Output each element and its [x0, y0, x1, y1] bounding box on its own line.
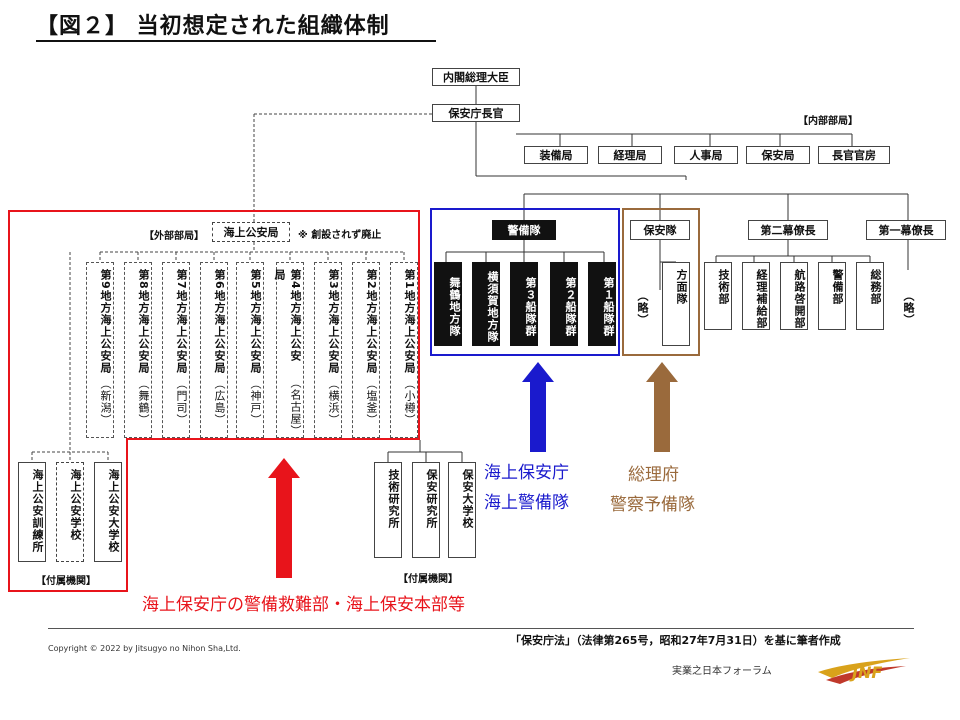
regional-office-name: 第3地方海上公安局: [327, 269, 340, 374]
internal-bureau: 装備局: [524, 146, 588, 164]
brown-caption-2: 警察予備隊: [610, 495, 695, 515]
title-underline: [36, 40, 436, 42]
hoantai-omitted: （略）: [636, 290, 649, 326]
guard-unit: 舞鶴地方隊: [434, 262, 462, 346]
first-chief-box: 第一幕僚長: [866, 220, 946, 240]
regional-office-name: 第7地方海上公安局: [175, 269, 188, 374]
blue-caption-2: 海上警備隊: [484, 493, 569, 513]
attached-institution: 海上公安大学校: [94, 462, 122, 562]
internal-bureau: 経理局: [598, 146, 662, 164]
internal-bureau: 長官官房: [818, 146, 890, 164]
regional-office-name: 第2地方海上公安局: [365, 269, 378, 374]
regional-office-city: （舞鶴）: [137, 377, 150, 426]
hoantai-area-box: 方面隊: [662, 262, 690, 346]
regional-office-city: （塩釜）: [365, 377, 378, 426]
regional-office: 第7地方海上公安局 （門司）: [162, 262, 190, 438]
regional-office-city: （門司）: [175, 377, 188, 426]
maritime-public-security-box: 海上公安局: [212, 222, 290, 242]
regional-office-name: 第1地方海上公安局: [403, 269, 416, 374]
blue-arrow: [522, 362, 554, 452]
regional-office-name: 第9地方海上公安局: [99, 269, 112, 374]
attached-institution-2: 保安大学校: [448, 462, 476, 558]
guard-unit: 第２船隊群: [550, 262, 578, 346]
jnf-logo: JNF: [818, 656, 910, 684]
attached-institution-2: 技術研究所: [374, 462, 402, 558]
second-chief-box: 第二幕僚長: [748, 220, 828, 240]
regional-office: 第6地方海上公安局 （広島）: [200, 262, 228, 438]
attached-institution-2: 保安研究所: [412, 462, 440, 558]
second-chief-unit: 経理補給部: [742, 262, 770, 330]
regional-office: 第5地方海上公安局 （神戸）: [236, 262, 264, 438]
regional-office: 第2地方海上公安局 （塩釜）: [352, 262, 380, 438]
regional-office-city: （名古屋）: [289, 377, 302, 438]
brown-frame: [622, 208, 700, 356]
second-chief-unit: 技術部: [704, 262, 732, 330]
hoantai-box: 保安隊: [630, 220, 690, 240]
attached-institution: 海上公安訓練所: [18, 462, 46, 562]
internal-bureau: 保安局: [746, 146, 810, 164]
cabinet-box: 内閣総理大臣: [432, 68, 520, 86]
red-arrow: [268, 458, 300, 578]
brown-arrow: [646, 362, 678, 452]
page-title: 【図２】 当初想定された組織体制: [36, 14, 390, 39]
red-frame-lower: [8, 438, 128, 592]
attached-label-2: 【付属機関】: [398, 574, 458, 585]
blue-caption-1: 海上保安庁: [484, 463, 569, 483]
second-chief-unit: 警備部: [818, 262, 846, 330]
regional-office: 第4地方海上公安局 （名古屋）: [273, 262, 304, 438]
footer-rule: [48, 628, 914, 629]
regional-office: 第8地方海上公安局 （舞鶴）: [124, 262, 152, 438]
regional-office-city: （横浜）: [327, 377, 340, 426]
internal-bureau: 人事局: [674, 146, 738, 164]
internal-label: 【内部部局】: [798, 116, 858, 127]
blue-frame: [430, 208, 620, 356]
regional-office-name: 第8地方海上公安局: [137, 269, 150, 374]
regional-office: 第9地方海上公安局 （新潟）: [86, 262, 114, 438]
source-note: 「保安庁法」（法律第265号，昭和27年7月31日）を基に筆者作成: [510, 634, 841, 647]
regional-office-city: （小樽）: [403, 377, 416, 426]
red-frame-upper: [8, 210, 420, 440]
guard-unit: 第３船隊群: [510, 262, 538, 346]
regional-office-city: （新潟）: [99, 377, 112, 426]
copyright: Copyright © 2022 by Jitsugyo no Nihon Sh…: [48, 644, 241, 653]
regional-office-city: （神戸）: [249, 377, 262, 426]
red-frame-step: [126, 438, 420, 440]
attached-institution: 海上公安学校: [56, 462, 84, 562]
guard-unit: 第１船隊群: [588, 262, 616, 346]
regional-office-name: 第6地方海上公安局: [213, 269, 226, 374]
brown-caption-1: 総理府: [628, 465, 679, 485]
regional-office: 第3地方海上公安局 （横浜）: [314, 262, 342, 438]
regional-office: 第1地方海上公安局 （小樽）: [390, 262, 418, 438]
external-label: 【外部部局】: [144, 231, 204, 242]
jnf-logo-mark: JNF: [818, 658, 910, 684]
svg-text:JNF: JNF: [849, 663, 882, 682]
guard-box: 警備隊: [492, 220, 556, 240]
second-chief-unit: 総務部: [856, 262, 884, 330]
red-caption: 海上保安庁の警備救難部・海上保安本部等: [142, 595, 465, 615]
regional-office-name: 第4地方海上公安局: [273, 269, 302, 362]
guard-unit: 横須賀地方隊: [472, 262, 500, 346]
attached-label-1: 【付属機関】: [36, 576, 96, 587]
publisher-name: 実業之日本フォーラム: [672, 666, 772, 677]
second-chief-unit: 航路啓開部: [780, 262, 808, 330]
abolished-note: ※ 創設されず廃止: [298, 230, 382, 241]
regional-office-city: （広島）: [213, 377, 226, 426]
regional-office-name: 第5地方海上公安局: [249, 269, 262, 374]
director-box: 保安庁長官: [432, 104, 520, 122]
first-chief-omitted: （略）: [902, 290, 915, 326]
